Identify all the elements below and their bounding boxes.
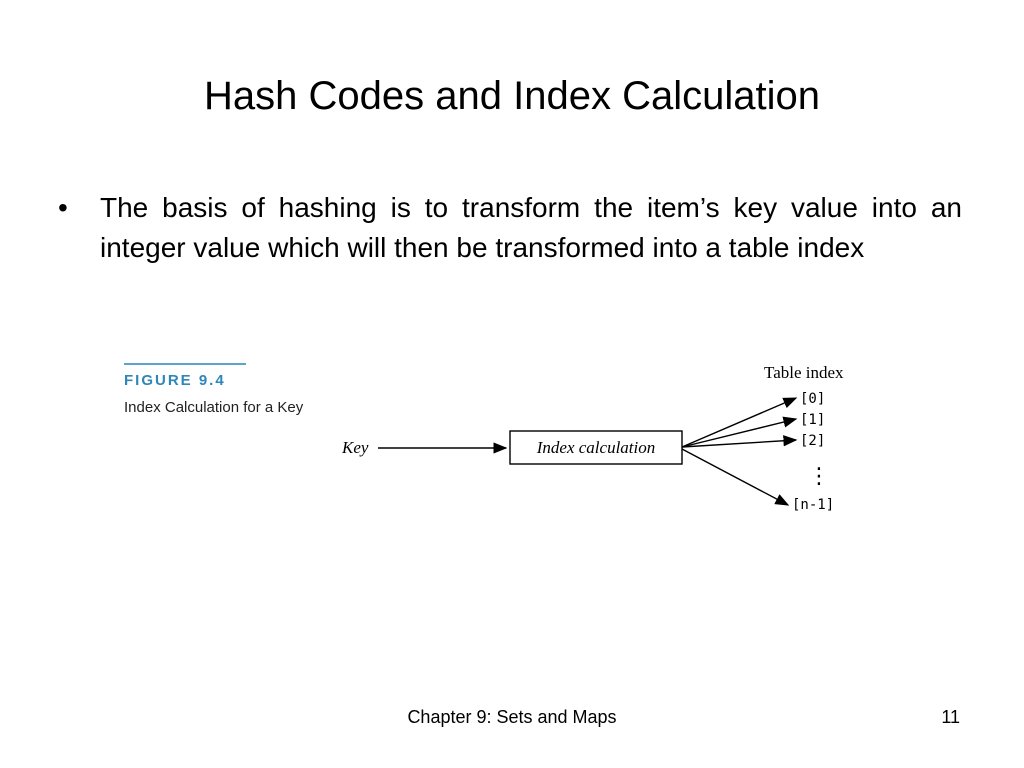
bullet-item: • The basis of hashing is to transform t… [58,188,962,268]
footer-page-number: 11 [941,707,960,727]
bullet-list: • The basis of hashing is to transform t… [58,188,962,268]
key-label: Key [341,438,369,457]
table-index-1: [1] [800,412,825,428]
index-calculation-diagram: Key Index calculation Table index [0] [1… [341,363,844,513]
arrow-to-index-2 [681,435,798,448]
bullet-text: The basis of hashing is to transform the… [100,192,962,263]
arrow-to-index-1 [681,416,798,448]
slide-title: Hash Codes and Index Calculation [204,74,820,118]
table-index-2: [2] [800,433,825,449]
table-index-ellipsis: ⋮ [808,464,830,489]
figure-label: FIGURE 9.4 [124,372,226,389]
table-index-n-1: [n-1] [792,497,834,513]
table-index-header: Table index [764,363,844,382]
figure-rule [124,363,246,365]
arrow-to-index-0 [681,397,798,448]
bullet-marker: • [58,192,68,223]
index-calculation-box [509,430,683,465]
footer-chapter: Chapter 9: Sets and Maps [407,707,617,727]
arrow-to-index-n-1 [681,448,790,506]
table-index-0: [0] [800,391,825,407]
index-calculation-label: Index calculation [536,438,656,457]
figure-caption: Index Calculation for a Key [124,399,304,416]
